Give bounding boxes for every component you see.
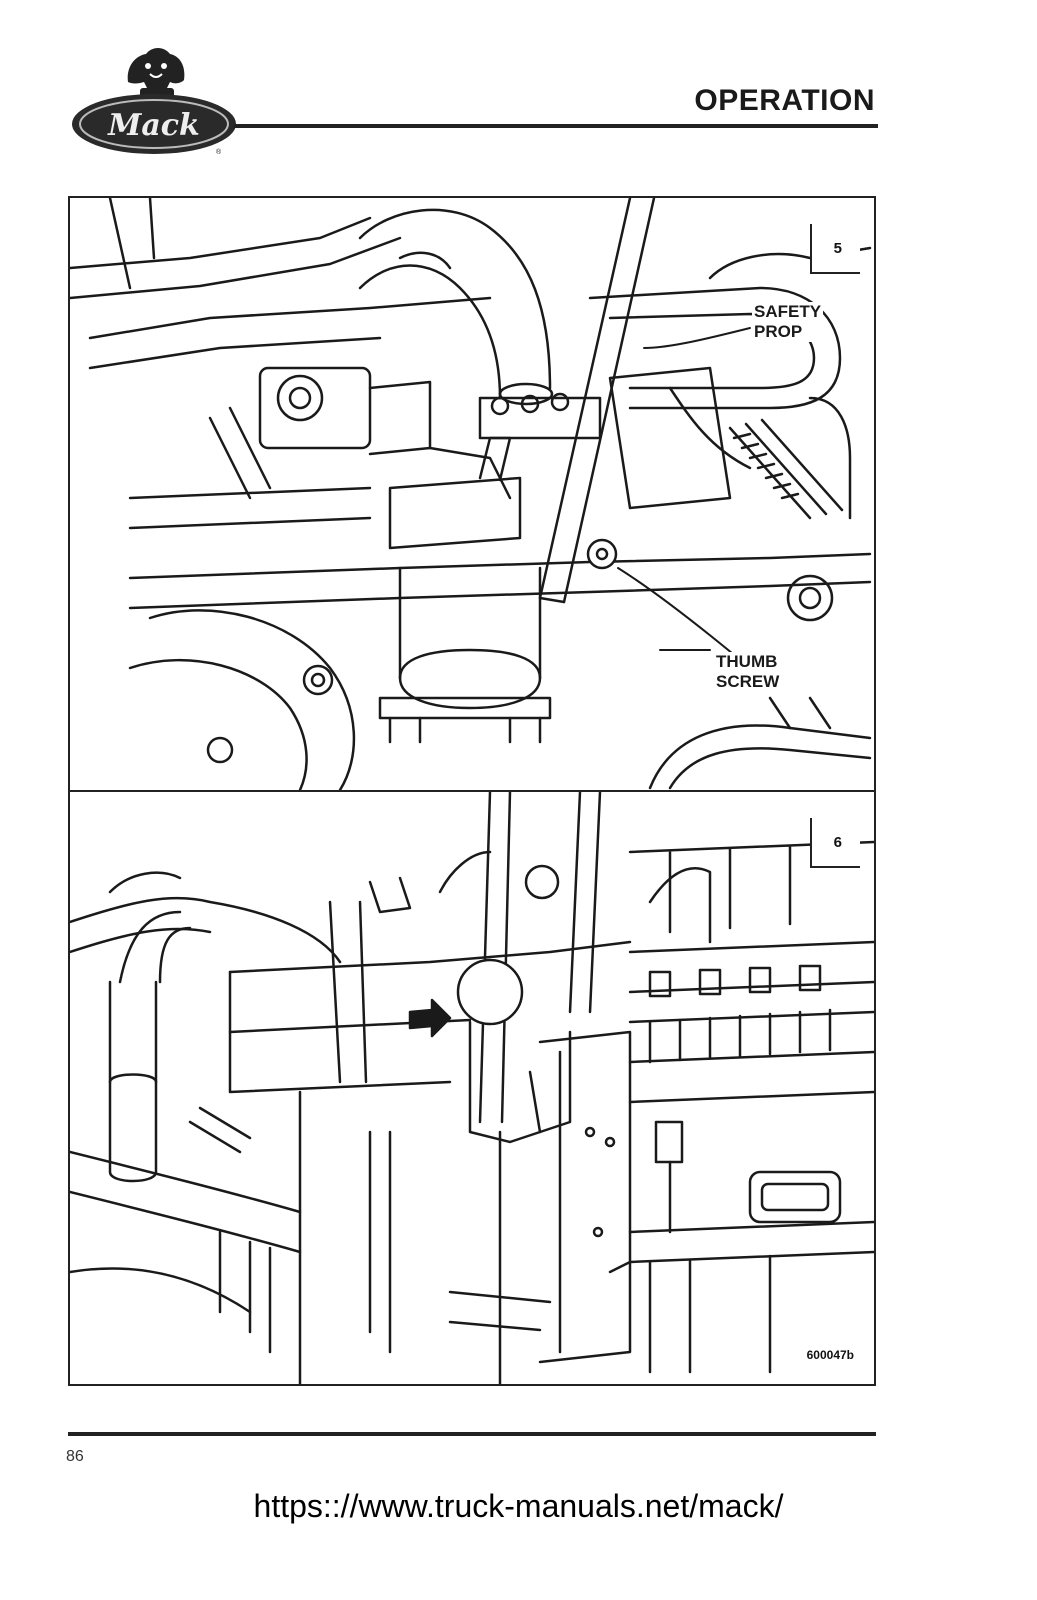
page-number: 86 [66, 1448, 84, 1465]
figure-5-panel: 5 SAFETY PROP THUMB SCREW [70, 198, 874, 790]
figure-code: 600047b [806, 1348, 854, 1362]
direction-arrow-icon [408, 998, 452, 1038]
prop-storage-illustration [70, 792, 874, 1384]
panel-divider [70, 790, 874, 792]
footer-rule [68, 1432, 876, 1436]
safety-prop-label: SAFETY PROP [752, 302, 824, 342]
thumb-screw-shape [586, 538, 618, 570]
figure-frame: 5 SAFETY PROP THUMB SCREW [68, 196, 876, 1386]
prop-knob-shape [456, 958, 524, 1026]
header-rule [234, 124, 878, 128]
section-title: OPERATION [694, 84, 875, 117]
safety-prop-leader-line [643, 327, 751, 349]
svg-text:®: ® [216, 148, 222, 156]
figure-6-panel: 6 600047b [70, 792, 874, 1384]
figure-number-box [810, 224, 860, 274]
bulldog-emblem-icon [127, 48, 185, 98]
figure-number-6: 6 [833, 834, 842, 851]
thumb-screw-leader-line [617, 567, 751, 669]
figure-number-box [810, 818, 860, 868]
thumb-screw-label: THUMB SCREW [714, 652, 782, 692]
logo-oval [72, 94, 236, 154]
source-url: https:://www.truck-manuals.net/mack/ [253, 1488, 784, 1524]
figure-number-5: 5 [833, 240, 842, 257]
mack-logo: Mack ® [72, 48, 236, 156]
engine-safety-prop-illustration [70, 198, 872, 790]
logo-wordmark: Mack [107, 108, 200, 143]
